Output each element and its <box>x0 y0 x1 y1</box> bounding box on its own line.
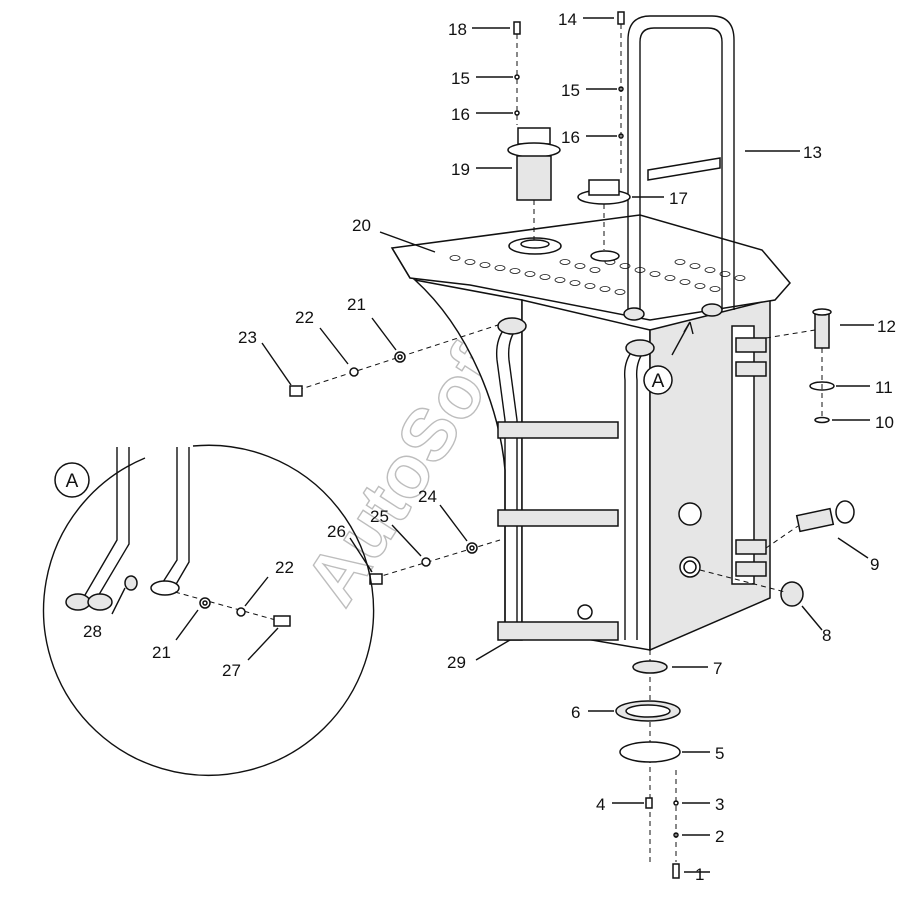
callout-21-detail: 21 <box>152 643 171 662</box>
callout-4: 4 <box>596 795 605 814</box>
callout-24: 24 <box>418 487 437 506</box>
breather-filter <box>507 127 561 240</box>
callout-6: 6 <box>571 703 580 722</box>
callout-3: 3 <box>715 795 724 814</box>
top-plate-pattern <box>449 255 746 295</box>
callout-20: 20 <box>352 216 371 235</box>
callout-5: 5 <box>715 744 724 763</box>
callout-15-left: 15 <box>451 69 470 88</box>
callout-1: 1 <box>695 865 704 884</box>
hinge-pin-parts <box>765 308 835 424</box>
callout-22-main: 22 <box>295 308 314 327</box>
callout-29: 29 <box>447 653 466 672</box>
view-a-marker-label: A <box>652 371 665 392</box>
cap-fastener-stack <box>617 11 625 175</box>
callout-7: 7 <box>713 659 722 678</box>
callout-8: 8 <box>822 626 831 645</box>
detail-view-a-label: A <box>66 471 79 492</box>
callout-9: 9 <box>870 555 879 574</box>
tank-cap <box>577 179 631 250</box>
callout-25: 25 <box>370 507 389 526</box>
callout-leaders <box>261 17 874 873</box>
callout-10: 10 <box>875 413 894 432</box>
callout-13: 13 <box>803 143 822 162</box>
callout-27: 27 <box>222 661 241 680</box>
filler-neck-flange <box>508 237 620 262</box>
callout-19: 19 <box>451 160 470 179</box>
callout-18: 18 <box>448 20 467 39</box>
drain-plug <box>699 569 804 607</box>
callout-17: 17 <box>669 189 688 208</box>
callout-12: 12 <box>877 317 896 336</box>
ladder <box>495 317 655 641</box>
callout-15-right: 15 <box>561 81 580 100</box>
sight-gauge <box>765 500 855 549</box>
detail-view-a: A <box>42 444 375 776</box>
callout-21-main: 21 <box>347 295 366 314</box>
callout-14: 14 <box>558 10 577 29</box>
callout-23: 23 <box>238 328 257 347</box>
left-lower-fasteners <box>369 539 501 585</box>
bottom-cover-stack <box>615 650 681 879</box>
callout-28: 28 <box>83 622 102 641</box>
handrail <box>623 15 735 321</box>
callout-22-detail: 22 <box>275 558 294 577</box>
callout-16-left: 16 <box>451 105 470 124</box>
view-a-marker: A <box>643 365 673 395</box>
callout-16-right: 16 <box>561 128 580 147</box>
callout-labels: 1 2 3 4 5 6 7 8 9 10 11 12 13 14 15 15 1… <box>83 10 896 884</box>
callout-11: 11 <box>875 378 893 397</box>
callout-26: 26 <box>327 522 346 541</box>
breather-fastener-stack <box>513 21 521 125</box>
left-upper-fasteners <box>289 324 499 397</box>
tank-body <box>390 214 791 652</box>
callout-2: 2 <box>715 827 724 846</box>
